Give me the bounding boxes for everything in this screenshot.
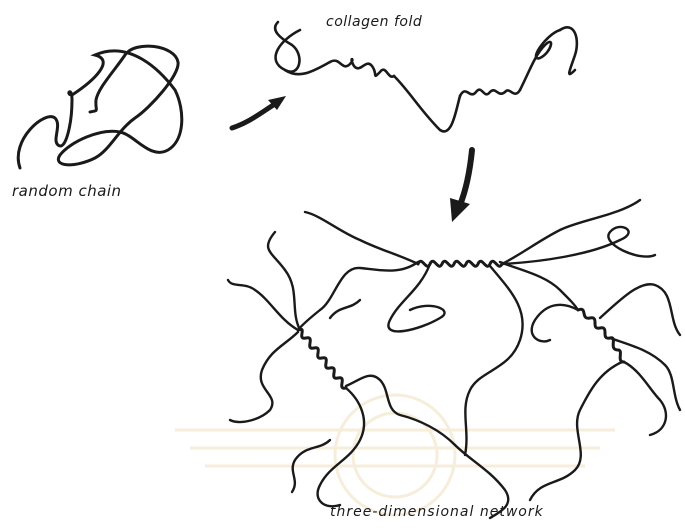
- arrow-to-collagen-fold: [232, 96, 286, 128]
- arrow-to-network: [450, 150, 472, 222]
- label-three-dimensional-network: three-dimensional network: [330, 504, 544, 520]
- label-random-chain: random chain: [12, 182, 122, 200]
- label-collagen-fold: collagen fold: [326, 14, 422, 30]
- random-chain: [18, 46, 182, 168]
- collagen-fold-strand: [275, 22, 577, 131]
- helix-left: [298, 329, 346, 388]
